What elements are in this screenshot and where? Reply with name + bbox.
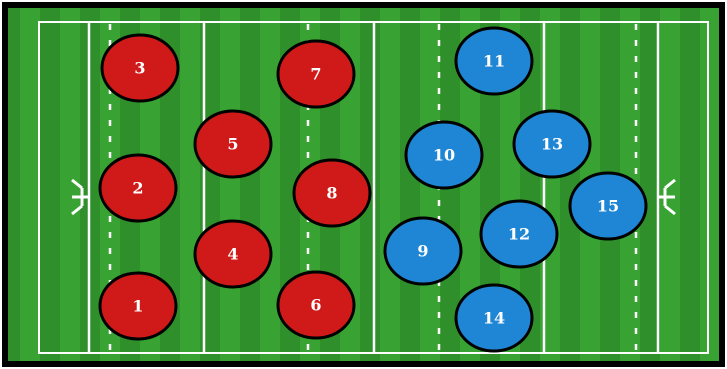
player-7: 7 [278, 41, 354, 107]
player-number: 5 [227, 135, 238, 154]
player-15: 15 [570, 173, 646, 239]
player-number: 9 [417, 242, 428, 261]
player-12: 12 [481, 201, 557, 267]
player-number: 14 [483, 309, 505, 328]
player-number: 2 [132, 179, 143, 198]
player-1: 1 [100, 273, 176, 339]
player-5: 5 [195, 111, 271, 177]
player-6: 6 [278, 272, 354, 338]
player-number: 4 [227, 245, 238, 264]
player-13: 13 [514, 111, 590, 177]
player-number: 15 [597, 197, 619, 216]
player-number: 10 [433, 146, 455, 165]
player-11: 11 [456, 28, 532, 94]
player-4: 4 [195, 221, 271, 287]
player-2: 2 [100, 155, 176, 221]
player-number: 6 [310, 296, 321, 315]
player-number: 8 [326, 184, 337, 203]
player-8: 8 [294, 160, 370, 226]
player-number: 11 [483, 52, 505, 71]
player-number: 7 [310, 65, 321, 84]
player-number: 3 [134, 59, 145, 78]
player-10: 10 [406, 122, 482, 188]
player-3: 3 [102, 35, 178, 101]
player-number: 1 [132, 297, 143, 316]
player-number: 12 [508, 225, 530, 244]
player-14: 14 [456, 285, 532, 351]
player-number: 13 [541, 135, 563, 154]
player-9: 9 [385, 218, 461, 284]
